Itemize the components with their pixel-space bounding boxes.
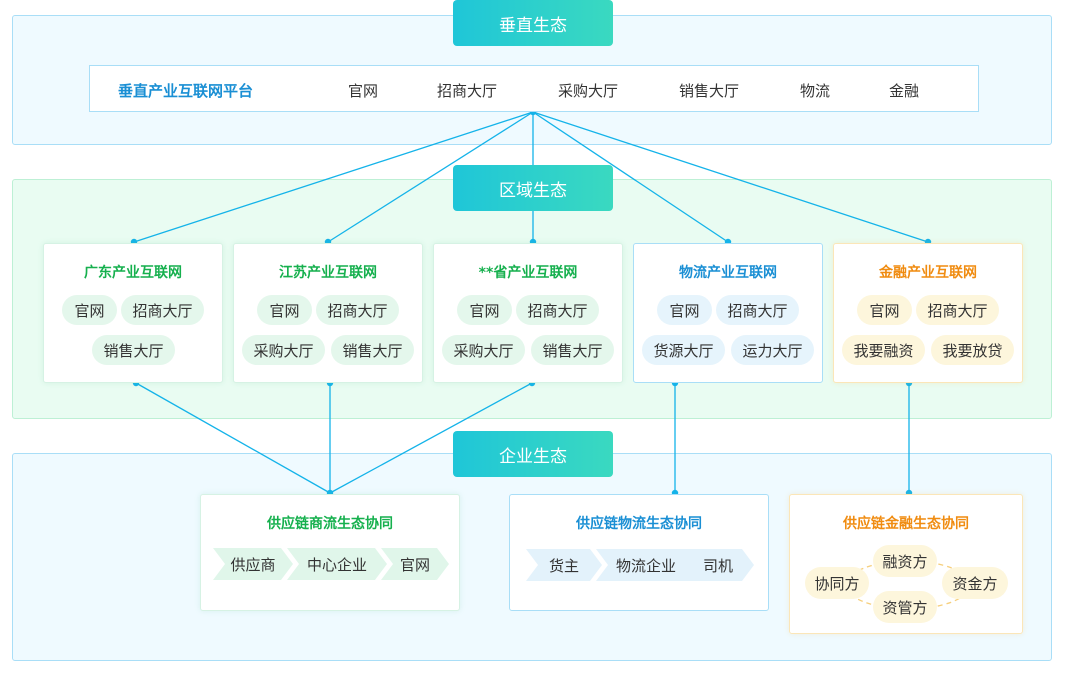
pill-cargo-hall: 货源大厅 (642, 335, 725, 365)
link-platform-finance (532, 111, 929, 243)
flow-step-supplier: 供应商 (213, 548, 293, 580)
flow-step-core-enterprise: 中心企业 (287, 548, 387, 580)
pill-offer-loan: 我要放贷 (931, 335, 1014, 365)
regional-card-province: **省产业互联网 官网 招商大厅 采购大厅 销售大厅 (433, 243, 623, 383)
vertical-platform-bar: 垂直产业互联网平台 官网 招商大厅 采购大厅 销售大厅 物流 金融 (89, 65, 979, 112)
platform-item-purchase-hall: 采购大厅 (558, 82, 619, 100)
card-title: 金融产业互联网 (879, 265, 977, 281)
link-platform-jiangsu (327, 111, 534, 243)
platform-item-investment-hall: 招商大厅 (437, 82, 498, 100)
link-platform-logistics (532, 111, 729, 243)
pill-capacity-hall: 运力大厅 (731, 335, 814, 365)
pill-website: 官网 (62, 295, 117, 325)
card-title: 供应链商流生态协同 (267, 516, 393, 532)
platform-item-finance: 金融 (889, 82, 920, 100)
enterprise-card-logistics: 供应链物流生态协同 货主 物流企业 司机 (509, 494, 769, 611)
card-title: **省产业互联网 (478, 265, 578, 281)
flow-step-logistics-company: 物流企业 (596, 549, 696, 581)
regional-card-guangdong: 广东产业互联网 官网 招商大厅 销售大厅 (43, 243, 223, 383)
card-title: 广东产业互联网 (84, 265, 182, 281)
section-tab-enterprise: 企业生态 (453, 431, 613, 477)
card-title: 供应链金融生态协同 (843, 516, 969, 532)
pill-investment-hall: 招商大厅 (516, 295, 599, 325)
pill-investment-hall: 招商大厅 (916, 295, 999, 325)
pill-investment-hall: 招商大厅 (121, 295, 204, 325)
enterprise-card-commerce: 供应链商流生态协同 供应商 中心企业 官网 (200, 494, 460, 611)
link-province-commerce (329, 382, 533, 494)
link-guangdong-commerce (135, 382, 331, 494)
regional-card-jiangsu: 江苏产业互联网 官网 招商大厅 采购大厅 销售大厅 (233, 243, 423, 383)
pill-sales-hall: 销售大厅 (92, 335, 175, 365)
card-title: 物流产业互联网 (679, 265, 777, 281)
pill-website: 官网 (657, 295, 712, 325)
platform-name: 垂直产业互联网平台 (118, 82, 254, 100)
pill-sales-hall: 销售大厅 (331, 335, 414, 365)
node-asset-manager: 资管方 (873, 591, 937, 623)
node-coordinator: 协同方 (805, 567, 869, 599)
card-title: 供应链物流生态协同 (576, 516, 702, 532)
card-title: 江苏产业互联网 (279, 265, 377, 281)
pill-investment-hall: 招商大厅 (716, 295, 799, 325)
platform-item-sales-hall: 销售大厅 (679, 82, 740, 100)
regional-card-finance: 金融产业互联网 官网 招商大厅 我要融资 我要放贷 (833, 243, 1023, 383)
pill-purchase-hall: 采购大厅 (442, 335, 525, 365)
pill-website: 官网 (457, 295, 512, 325)
platform-item-logistics: 物流 (800, 82, 831, 100)
pill-website: 官网 (257, 295, 312, 325)
node-funder: 资金方 (942, 567, 1008, 599)
pill-apply-financing: 我要融资 (842, 335, 925, 365)
enterprise-card-finance: 供应链金融生态协同 协同方 融资方 资金方 资管方 (789, 494, 1023, 634)
link-platform-guangdong (133, 111, 534, 243)
flow-step-shipper: 货主 (526, 549, 602, 581)
pill-purchase-hall: 采购大厅 (242, 335, 325, 365)
section-tab-vertical: 垂直生态 (453, 0, 613, 46)
node-borrower: 融资方 (873, 545, 937, 577)
pill-sales-hall: 销售大厅 (531, 335, 614, 365)
regional-card-logistics: 物流产业互联网 官网 招商大厅 货源大厅 运力大厅 (633, 243, 823, 383)
pill-investment-hall: 招商大厅 (316, 295, 399, 325)
pill-website: 官网 (857, 295, 912, 325)
section-tab-regional: 区域生态 (453, 165, 613, 211)
platform-item-website: 官网 (348, 82, 379, 100)
flow-step-driver: 司机 (682, 549, 754, 581)
flow-step-website: 官网 (381, 548, 449, 580)
